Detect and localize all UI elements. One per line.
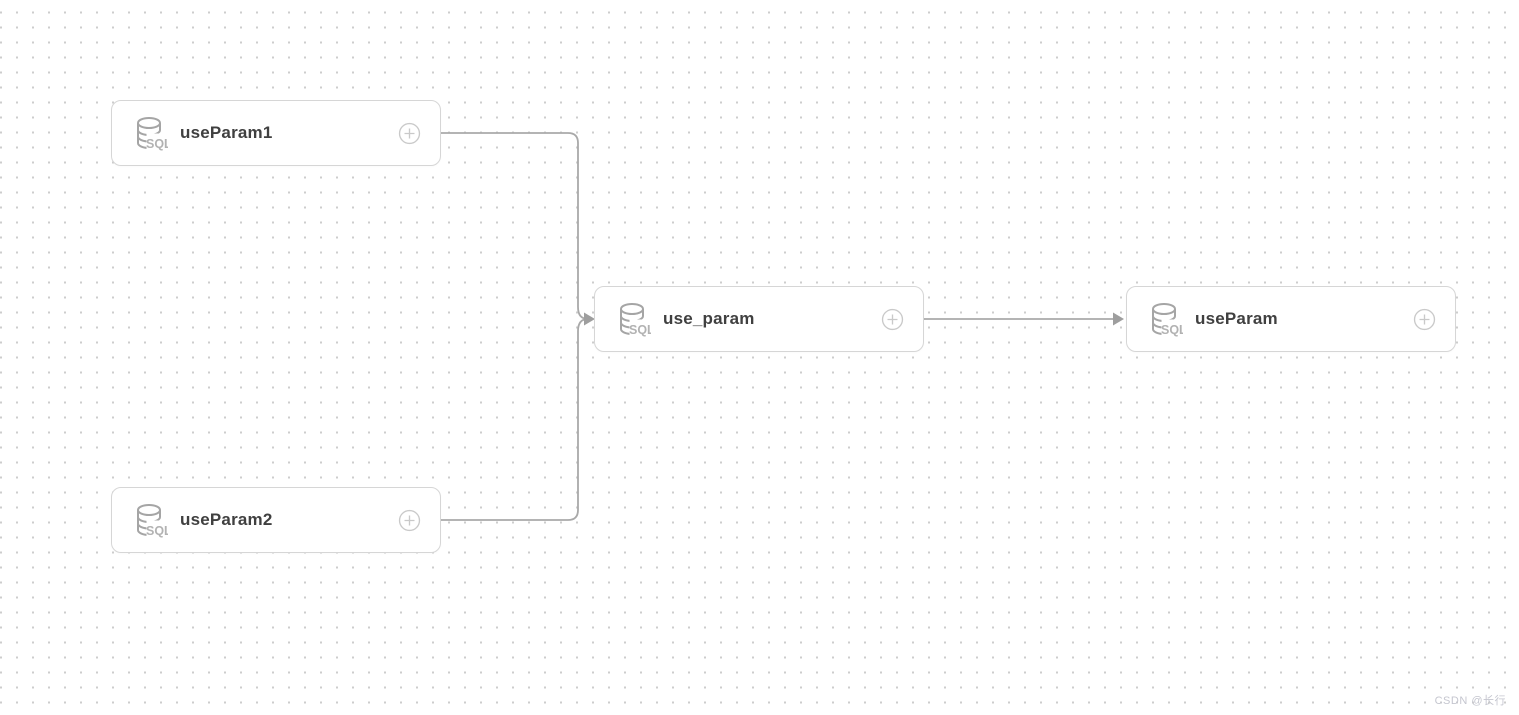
add-connection-button[interactable] <box>881 308 904 331</box>
plus-circle-icon <box>1413 308 1436 330</box>
node-useParam1[interactable]: SQL useParam1 <box>111 100 441 166</box>
sql-icon-text: SQL <box>146 524 168 538</box>
plus-circle-icon <box>398 122 421 144</box>
node-label: useParam <box>1195 309 1278 328</box>
sql-icon-text: SQL <box>146 137 168 151</box>
add-connection-button[interactable] <box>398 122 421 145</box>
node-useParam2[interactable]: SQL useParam2 <box>111 487 441 553</box>
sql-database-icon: SQL <box>620 303 651 337</box>
sql-icon-text: SQL <box>1161 323 1183 337</box>
node-use_param[interactable]: SQL use_param <box>594 286 924 352</box>
edge-useParam1-to-use_param[interactable] <box>441 132 589 320</box>
plus-circle-icon <box>398 509 421 531</box>
add-connection-button[interactable] <box>1413 308 1436 331</box>
sql-database-icon: SQL <box>137 117 168 151</box>
node-label: use_param <box>663 309 755 328</box>
edge-useParam2-to-use_param[interactable] <box>441 318 589 521</box>
node-useParam[interactable]: SQL useParam <box>1126 286 1456 352</box>
add-connection-button[interactable] <box>398 509 421 532</box>
sql-icon-text: SQL <box>629 323 651 337</box>
node-label: useParam1 <box>180 123 273 142</box>
node-label: useParam2 <box>180 510 273 529</box>
arrowhead-into-useParam <box>1113 312 1124 326</box>
sql-database-icon: SQL <box>137 504 168 538</box>
plus-circle-icon <box>881 308 904 330</box>
csdn-watermark: CSDN @长行 <box>1434 695 1506 707</box>
sql-database-icon: SQL <box>1152 303 1183 337</box>
